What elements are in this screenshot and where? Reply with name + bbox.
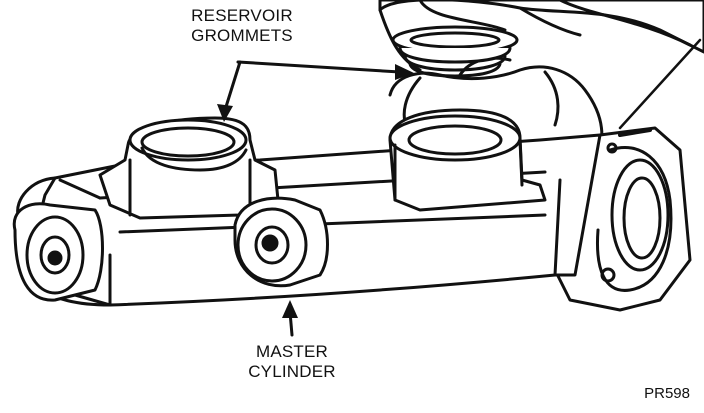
master-cylinder-label: MASTER CYLINDER [222,342,362,382]
figure-code: PR598 [644,385,690,402]
reservoir-grommets-label: RESERVOIR GROMMETS [172,6,312,46]
left-reservoir-port [98,116,280,220]
left-outlet-fitting [12,202,104,302]
master-label-line2: CYLINDER [248,362,336,381]
reservoir-label-line2: GROMMETS [191,26,293,45]
master-label-line1: MASTER [255,342,329,361]
reservoir-label-line1: RESERVOIR [191,6,293,25]
center-outlet-fitting [233,196,329,288]
right-reservoir-port [388,108,547,212]
callout-arrows [217,60,414,337]
reservoir-grommet-upper [391,25,519,78]
